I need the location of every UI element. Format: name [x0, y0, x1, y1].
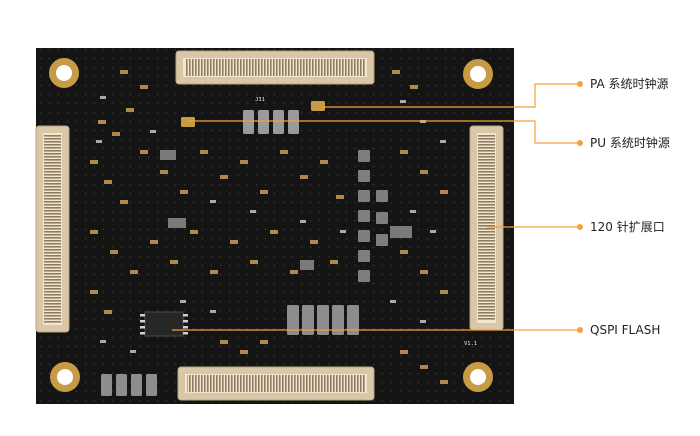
callout-line-pa-clock	[322, 83, 578, 108]
component-column	[358, 150, 388, 282]
mounting-hole	[463, 362, 493, 392]
left-connector	[35, 125, 70, 333]
right-connector-120-pin	[469, 125, 504, 331]
mounting-hole	[463, 59, 493, 89]
power-inductor-bank	[287, 305, 359, 335]
qspi-flash-chip	[140, 311, 188, 337]
callout-line-pu-clock	[187, 120, 578, 144]
callout-dot-expansion	[577, 224, 583, 230]
inductor-row	[243, 110, 299, 134]
callout-dot-pa-clock	[577, 81, 583, 87]
bottom-inductor-cluster	[101, 374, 157, 396]
mounting-hole	[50, 362, 80, 392]
passive-components	[90, 70, 448, 384]
silkscreen-j31: J31	[255, 97, 265, 103]
top-connector	[175, 50, 375, 85]
callout-label-qspi: QSPI FLASH	[590, 323, 661, 337]
callout-dot-qspi	[577, 327, 583, 333]
mounting-hole	[49, 58, 79, 88]
callout-dot-pu-clock	[577, 140, 583, 146]
pu-clock-crystal	[181, 117, 195, 127]
callout-label-expansion: 120 针扩展口	[590, 220, 665, 234]
silkscreen-revision: V1.1	[464, 341, 477, 347]
callout-label-pu-clock: PU 系统时钟源	[590, 136, 670, 150]
bottom-connector	[177, 366, 375, 401]
callout-label-pa-clock: PA 系统时钟源	[590, 77, 669, 91]
pa-clock-crystal	[311, 101, 325, 111]
